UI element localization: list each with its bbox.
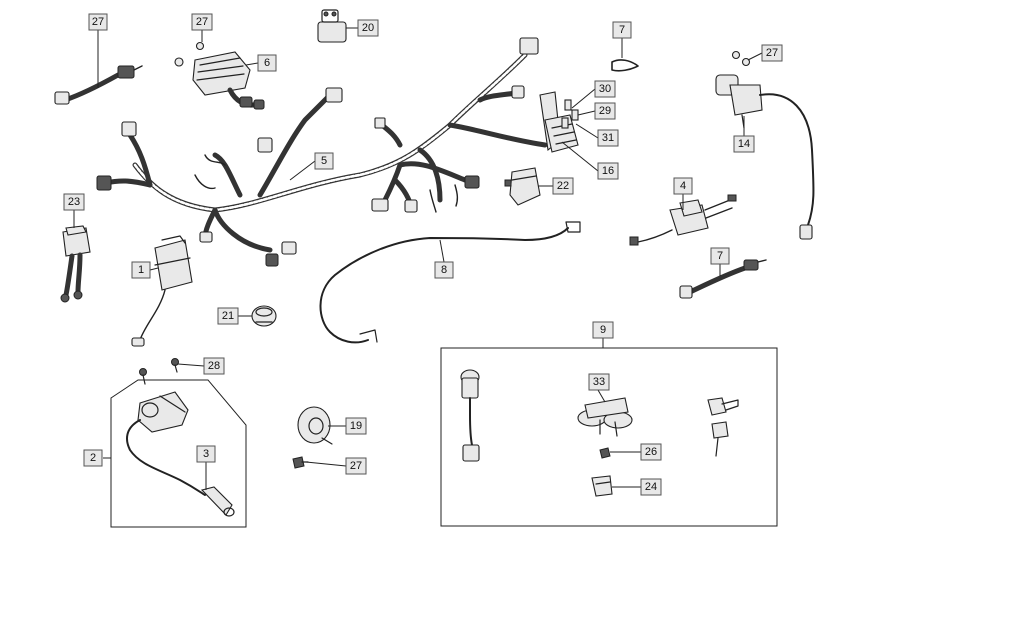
callout-4: 6	[257, 54, 277, 72]
callout-27-right: 27	[761, 44, 783, 62]
svg-text:27: 27	[350, 460, 362, 472]
part-27-nut-top	[174, 41, 205, 67]
callout-14: 14	[733, 135, 755, 153]
part-10-ignition-switch	[460, 369, 480, 462]
callout-29: 28	[203, 357, 225, 375]
part-16-horn	[297, 406, 333, 445]
callout-26: 26	[640, 443, 662, 461]
callout-7-top: 27	[88, 13, 108, 31]
callout-24: 24	[640, 478, 662, 496]
callout-31: 30	[594, 80, 616, 98]
svg-text:27: 27	[92, 16, 104, 28]
svg-text:5: 5	[321, 155, 327, 167]
callout-20: 21	[217, 307, 239, 325]
svg-text:7: 7	[619, 24, 625, 36]
svg-text:23: 23	[68, 196, 80, 208]
svg-text:24: 24	[645, 481, 657, 493]
callout-5: 4	[673, 177, 693, 195]
part-24-lock-cap	[591, 475, 613, 497]
callout-32: 31	[597, 129, 619, 147]
svg-text:6: 6	[264, 57, 270, 69]
svg-text:9: 9	[600, 324, 606, 336]
part-8-clamp	[611, 59, 639, 72]
callout-6: 5	[314, 152, 334, 170]
svg-text:8: 8	[441, 264, 447, 276]
part-3-spark-plug-cap	[200, 486, 235, 517]
svg-text:27: 27	[766, 47, 778, 59]
callout-7-right: 7	[710, 247, 730, 265]
callout-19: 16	[597, 162, 619, 180]
svg-text:7: 7	[717, 250, 723, 262]
svg-text:21: 21	[222, 310, 234, 322]
part-9-cable	[319, 221, 581, 344]
svg-text:28: 28	[208, 360, 220, 372]
callout-8: 7	[612, 21, 632, 39]
callout-27-top: 27	[191, 13, 213, 31]
part-26-pin	[599, 447, 611, 459]
svg-text:14: 14	[738, 138, 750, 150]
callout-9: 8	[434, 261, 454, 279]
main-wiring-harness	[96, 37, 548, 267]
callout-16: 19	[345, 417, 367, 435]
part-28-bolt	[292, 456, 309, 469]
lock-set-group-frame	[440, 347, 778, 527]
svg-text:19: 19	[350, 420, 362, 432]
part-20-cap	[251, 305, 277, 327]
svg-text:22: 22	[557, 180, 569, 192]
part-10-keys	[707, 397, 739, 457]
svg-text:27: 27	[196, 16, 208, 28]
callout-28: 27	[345, 457, 367, 475]
part-22-flasher-relay	[504, 167, 541, 206]
part-1-cdi-unit	[131, 235, 193, 347]
svg-text:26: 26	[645, 446, 657, 458]
callout-3: 3	[196, 445, 216, 463]
part-7-lead-wire-right	[679, 259, 767, 299]
callout-10: 9	[592, 321, 614, 339]
part-2-ignition-coil	[126, 391, 206, 496]
part-7-lead-wire-top	[54, 65, 143, 105]
svg-text:33: 33	[593, 376, 605, 388]
svg-text:31: 31	[602, 132, 614, 144]
part-14-coil-with-lead	[715, 74, 815, 240]
callout-23: 23	[63, 193, 85, 211]
svg-text:20: 20	[362, 22, 374, 34]
part-33-seat-lock	[577, 397, 633, 437]
part-29-screws	[139, 358, 179, 385]
callout-30: 29	[594, 102, 616, 120]
ignition-coil-group-frame	[110, 379, 247, 528]
part-21-relay	[317, 9, 347, 43]
part-4-regulator	[192, 51, 265, 110]
callout-1: 1	[131, 261, 151, 279]
part-5-relay	[629, 194, 737, 246]
svg-text:16: 16	[602, 165, 614, 177]
svg-text:1: 1	[138, 264, 144, 276]
svg-text:3: 3	[203, 448, 209, 460]
svg-text:29: 29	[599, 105, 611, 117]
svg-text:4: 4	[680, 180, 686, 192]
callout-21: 20	[357, 19, 379, 37]
svg-text:30: 30	[599, 83, 611, 95]
part-27-nut-right	[731, 50, 751, 67]
callout-2: 2	[83, 449, 103, 467]
callout-22: 22	[552, 177, 574, 195]
part-23-switch	[60, 225, 91, 303]
svg-text:2: 2	[90, 452, 96, 464]
callout-33: 33	[588, 373, 610, 391]
leader-lines	[73, 27, 763, 490]
part-19-fuse-box	[539, 91, 579, 153]
